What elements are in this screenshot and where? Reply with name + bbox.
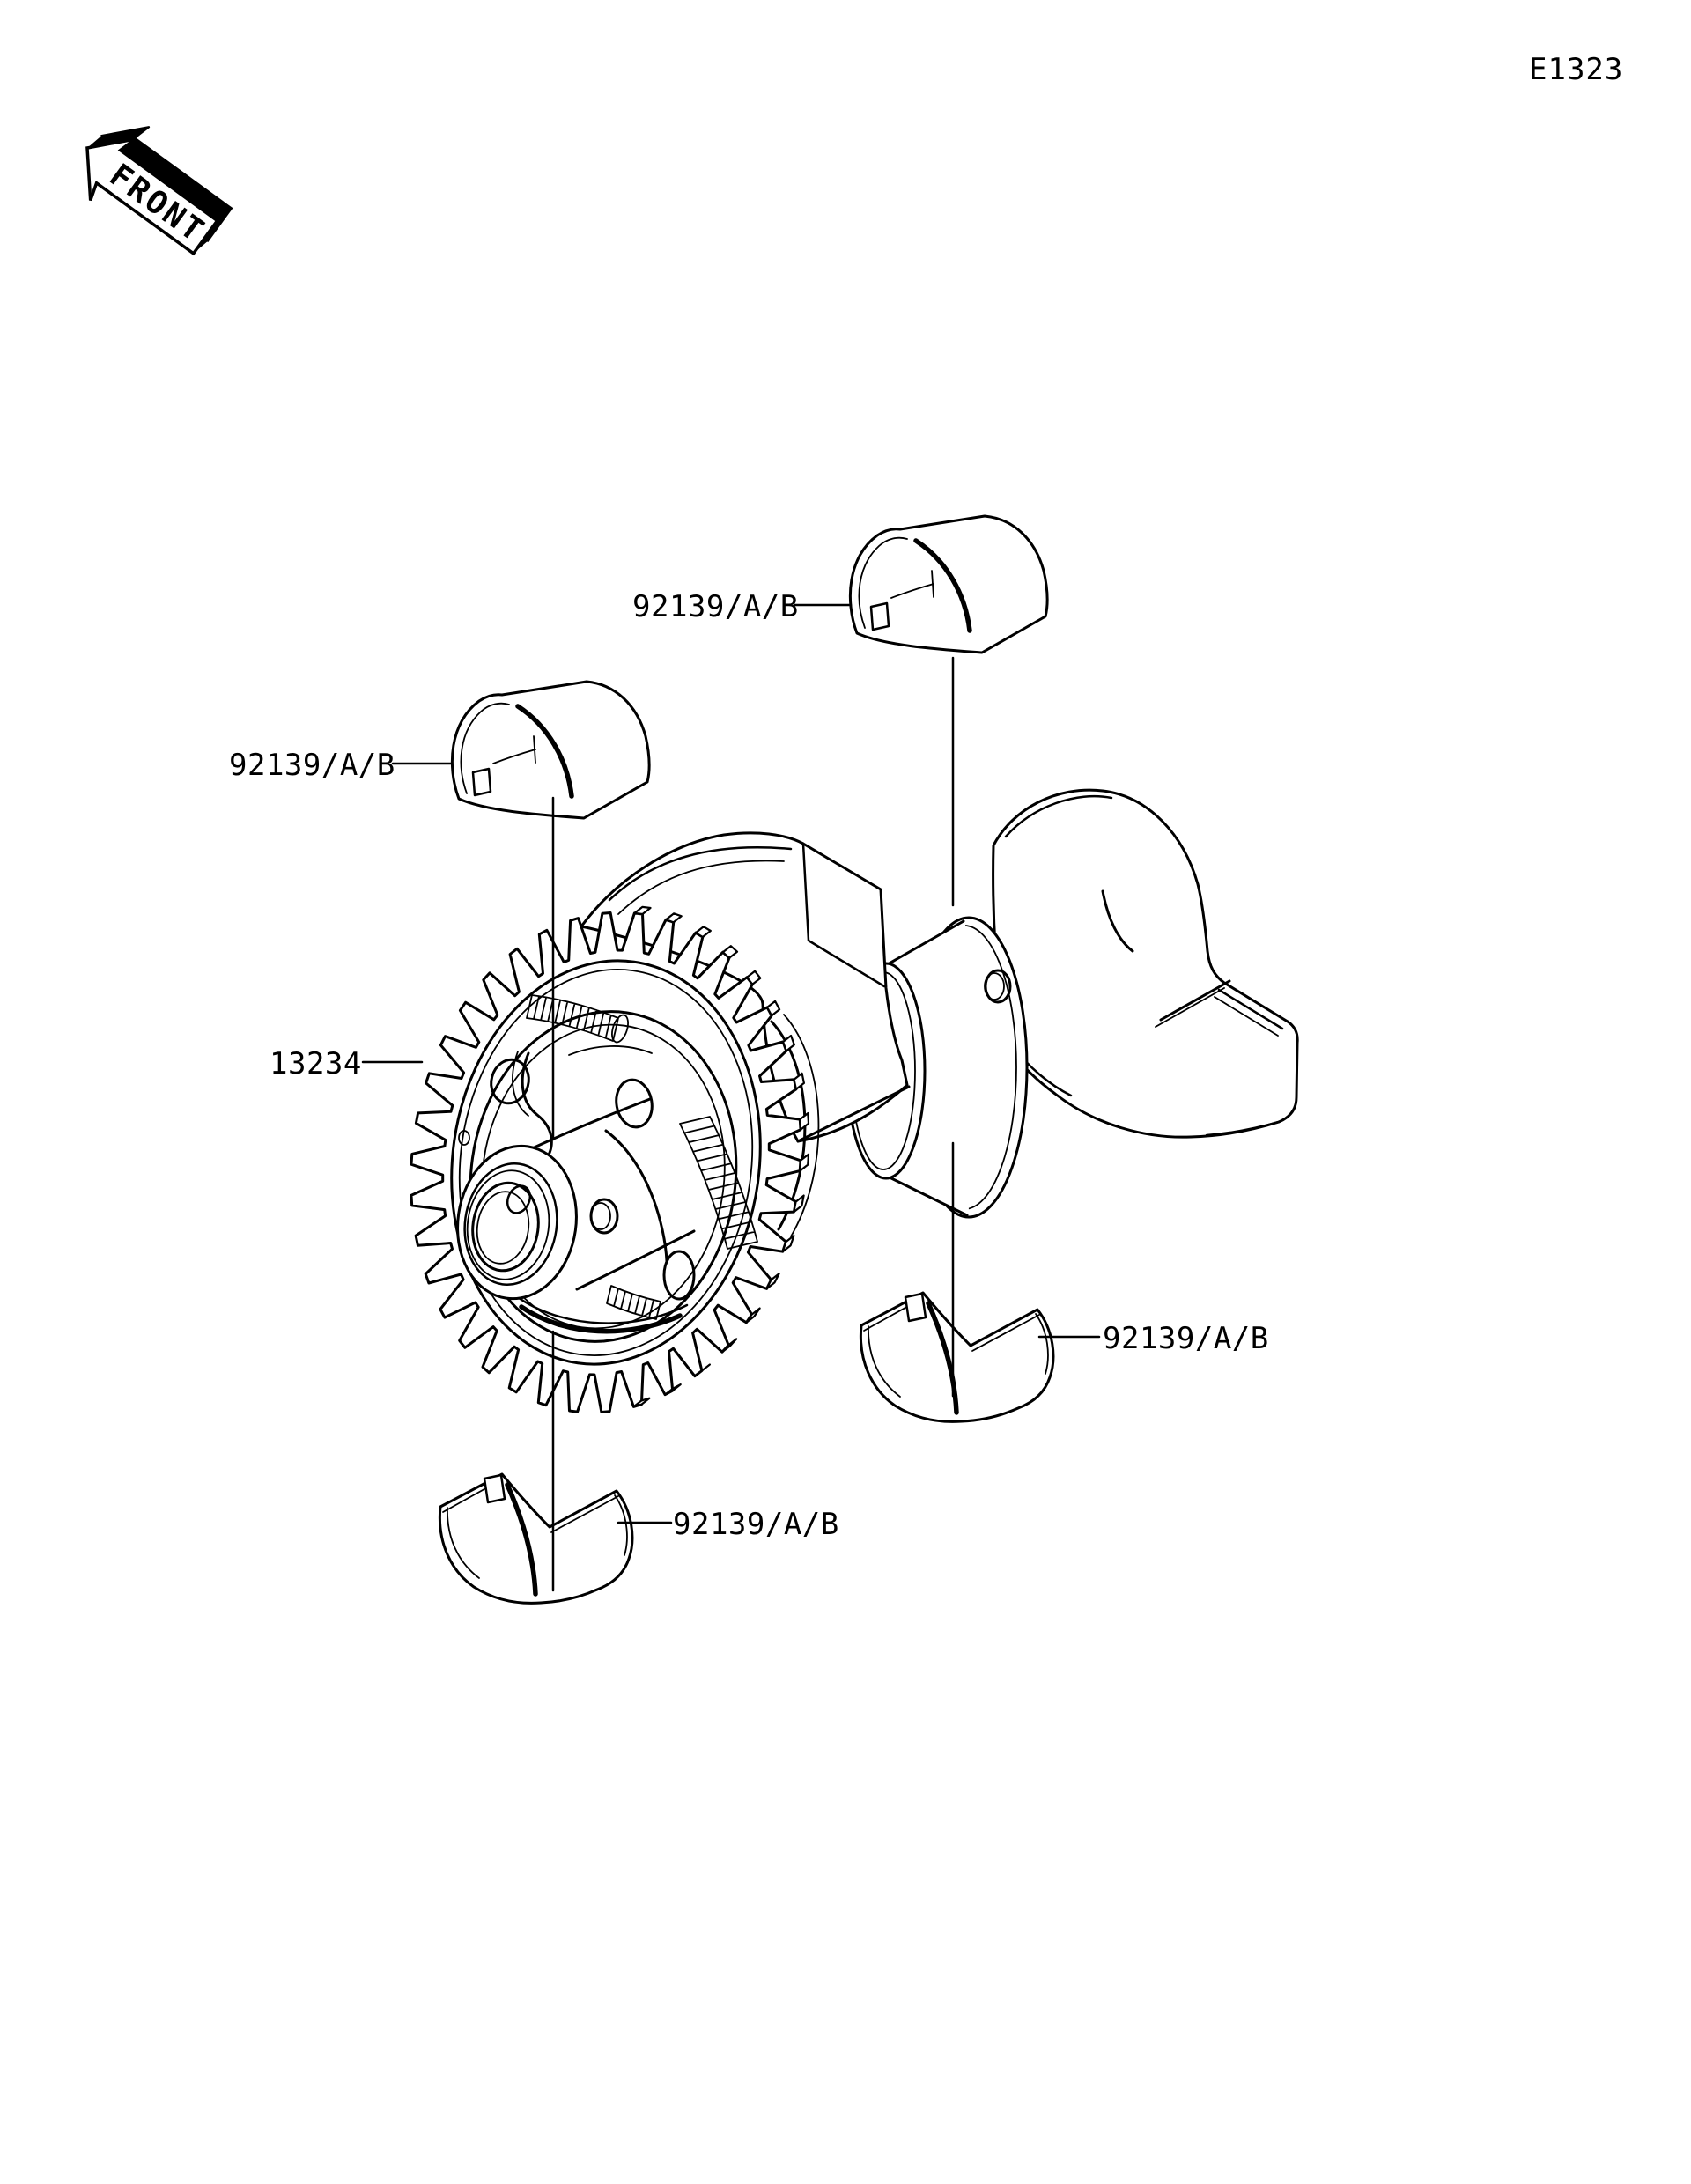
roller-band-top [526,994,619,1042]
bearing-shell-right [860,1293,1053,1421]
leader-lines [361,603,1101,1592]
roller-band-bottom [606,1285,661,1320]
page-code: E1323 [1529,52,1623,87]
part-label-bearing-left[interactable]: 92139/A/B [229,748,395,783]
bearing-shell-top [850,516,1047,653]
gear-tooth-facets [632,905,810,1408]
part-label-bearing-right[interactable]: 92139/A/B [1103,1321,1269,1356]
part-label-bearing-top[interactable]: 92139/A/B [632,589,799,624]
balancer-shaft-drawing [580,788,1299,1237]
front-direction-marker: FRONT [85,125,233,256]
plate-hole [615,1078,654,1129]
front-arrow-icon [85,137,220,256]
part-label-balancer-gear[interactable]: 13234 [270,1046,362,1081]
part-label-bearing-bottom[interactable]: 92139/A/B [673,1507,839,1542]
plate-pin-hole [458,1130,470,1146]
roller-band-right [679,1116,758,1250]
balancer-gear-drawing [410,905,810,1413]
bearing-shell-bottom [439,1474,632,1603]
boss-bore [471,1181,540,1273]
bearing-shell-left [452,682,649,818]
plate-hole [662,1250,696,1301]
